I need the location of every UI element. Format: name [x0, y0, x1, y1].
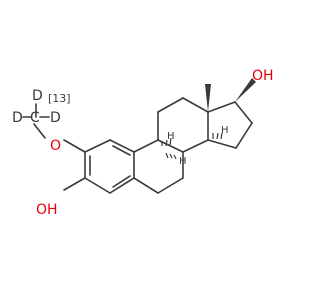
- ring-d: [207, 101, 253, 149]
- h-c9-hash: [161, 137, 172, 147]
- ring-c: [157, 97, 209, 153]
- h-c8-label: H: [179, 156, 187, 167]
- methyl-wedge: [205, 84, 211, 112]
- oh-top-label: OH: [252, 68, 274, 84]
- ring-bc-lower: [133, 177, 159, 194]
- h-c8-hash: [165, 152, 177, 160]
- h-c14-label: H: [221, 125, 229, 136]
- ether-bond-methyl: [33, 123, 46, 139]
- ring-a: [84, 139, 135, 194]
- h-c14-hash: [212, 132, 223, 140]
- oh-bottom-label: OH: [36, 202, 58, 218]
- structure-diagram: OH OH O C [13] D D D H H H: [12, 68, 274, 218]
- molecule-svg: OH OH O C [13] D D D H H H: [12, 68, 274, 218]
- oh-wedge: [235, 78, 256, 102]
- ether-bond-ring: [63, 139, 86, 153]
- d-top-label: D: [32, 88, 43, 104]
- ring-b: [133, 139, 184, 194]
- c-label: C: [30, 110, 40, 126]
- d-right-label: D: [50, 110, 61, 126]
- d-left-label: D: [12, 110, 23, 126]
- o-ether-label: O: [50, 138, 61, 154]
- h-c9-label: H: [167, 131, 175, 142]
- isotope-label: [13]: [48, 92, 71, 105]
- phenol-bond: [63, 177, 86, 191]
